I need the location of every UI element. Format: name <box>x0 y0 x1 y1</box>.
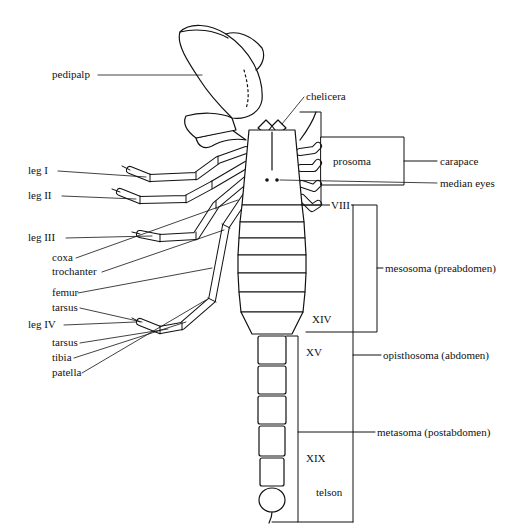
leader-lines <box>58 75 437 373</box>
part-label: opisthosoma (abdomen) <box>383 349 489 362</box>
part-label: prosoma <box>333 155 371 168</box>
scorpion-body <box>238 130 306 523</box>
part-label: femur <box>52 286 78 299</box>
part-label: tarsus <box>52 301 78 314</box>
part-label: metasoma (postabdomen) <box>377 426 490 439</box>
part-label: tibia <box>52 351 72 364</box>
bracket-lines <box>272 112 437 522</box>
part-label: patella <box>52 366 81 379</box>
part-label: leg IV <box>28 318 56 331</box>
part-label: XV <box>306 346 322 359</box>
part-label: leg II <box>28 189 52 202</box>
pedipalp-drawing <box>179 25 316 147</box>
part-label: median eyes <box>440 177 495 190</box>
part-label: leg III <box>28 231 55 244</box>
median-eye <box>275 178 279 182</box>
part-label: chelicera <box>306 90 346 103</box>
part-label: telson <box>316 486 342 499</box>
part-label: trochanter <box>52 265 97 278</box>
part-label: mesosoma (preabdomen) <box>385 262 496 275</box>
part-label: pedipalp <box>52 68 90 81</box>
median-eye <box>265 178 269 182</box>
part-label: VIII <box>330 199 351 212</box>
part-label: tarsus <box>52 336 78 349</box>
part-label: XIX <box>306 452 326 465</box>
part-label: coxa <box>52 251 73 264</box>
part-label: carapace <box>440 155 478 168</box>
part-label: leg I <box>28 164 48 177</box>
part-label: XIV <box>312 313 332 326</box>
